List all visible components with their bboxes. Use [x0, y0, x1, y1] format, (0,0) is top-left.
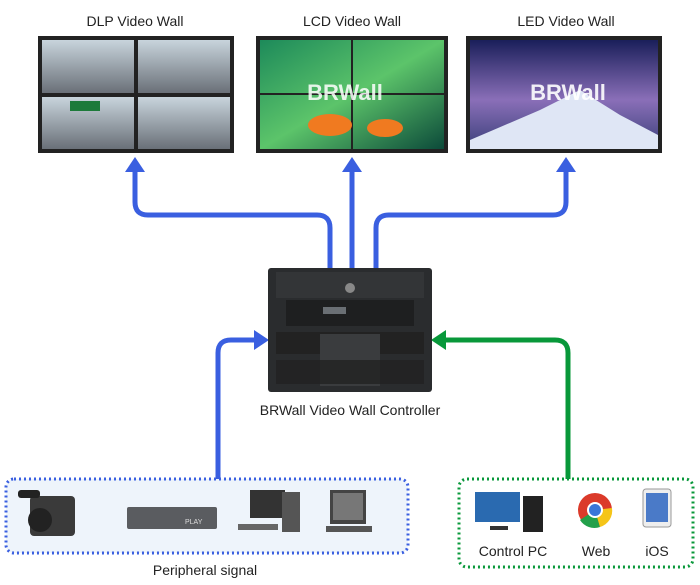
led-wall-title: LED Video Wall: [517, 13, 615, 29]
lcd-wall-title: LCD Video Wall: [302, 13, 402, 29]
desktop-computer-icon: [238, 490, 300, 532]
brwall-logo: BRWall: [530, 80, 606, 105]
media-player-icon: PLAY: [127, 507, 217, 529]
lcd-video-wall: BRWall: [256, 36, 448, 153]
led-video-wall: BRWall: [466, 36, 662, 153]
arrow-head-right-input: [431, 330, 446, 350]
camcorder-icon: [18, 490, 75, 536]
controller-label: BRWall Video Wall Controller: [259, 402, 441, 418]
control-pc-icon: [475, 492, 543, 532]
ios-label: iOS: [645, 543, 669, 559]
arrow-head-led: [556, 157, 576, 172]
control-pc-label: Control PC: [478, 543, 548, 559]
web-label: Web: [581, 543, 611, 559]
peripheral-input-arrow: [215, 337, 256, 480]
dlp-wall-title: DLP Video Wall: [86, 13, 184, 29]
output-arrows: [132, 170, 569, 268]
arrow-head-lcd: [342, 157, 362, 172]
peripheral-label: Peripheral signal: [152, 562, 258, 578]
brwall-logo: BRWall: [307, 80, 383, 105]
arrow-head-left-input: [254, 330, 269, 350]
control-input-arrow: [444, 337, 571, 480]
arrow-head-dlp: [125, 157, 145, 172]
chrome-icon: [578, 493, 613, 528]
svg-text:PLAY: PLAY: [185, 519, 203, 526]
monitor-icon: [326, 490, 372, 532]
controller-device: [268, 268, 432, 392]
ipad-icon: [642, 488, 672, 528]
dlp-video-wall: [38, 36, 234, 153]
